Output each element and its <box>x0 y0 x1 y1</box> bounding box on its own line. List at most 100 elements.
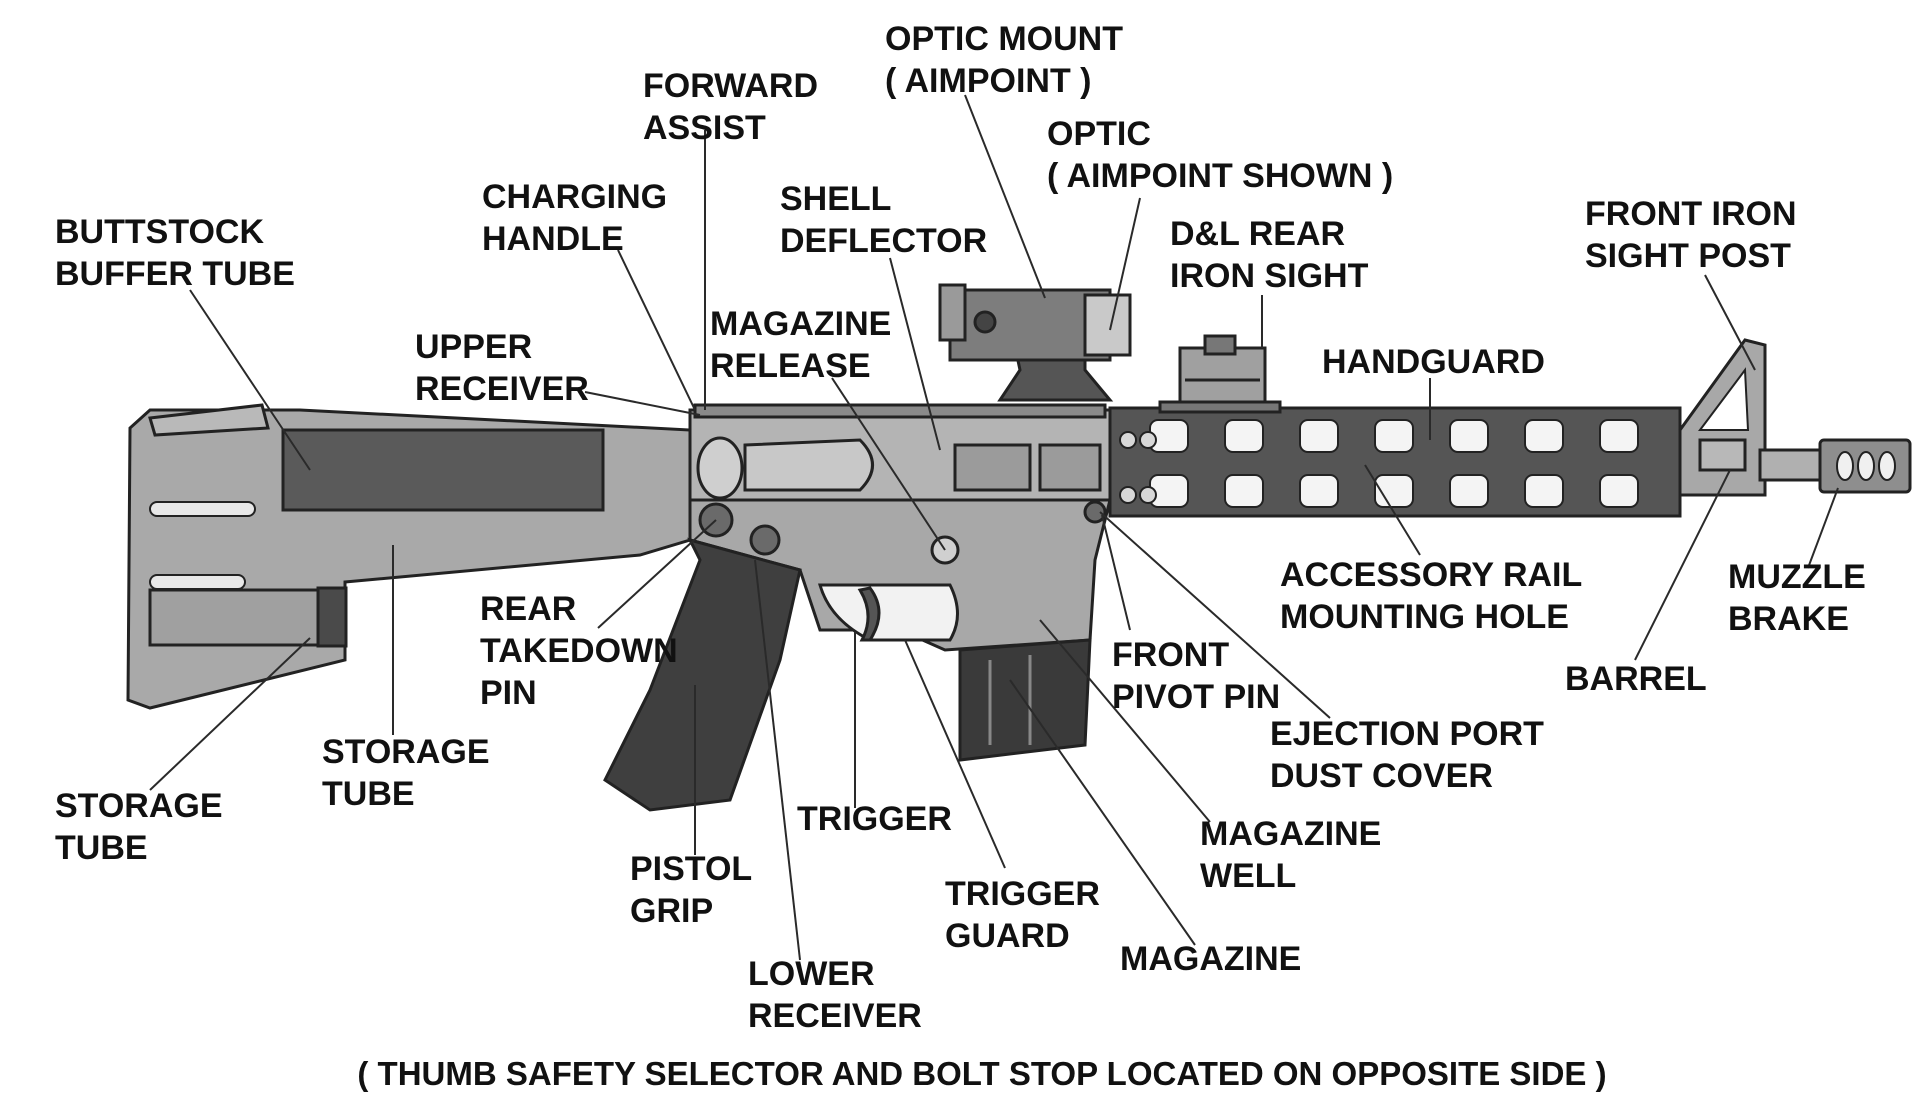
handguard-cutout-r1-c4 <box>1374 419 1414 453</box>
label-front-iron-sight-post-line-1: FRONT IRON <box>1585 195 1797 233</box>
handguard-cutout-r2-c4 <box>1374 474 1414 508</box>
label-ejection-port-dust-cover: EJECTION PORT DUST COVER <box>1270 715 1553 795</box>
label-magazine-release: MAGAZINE RELEASE <box>710 305 901 385</box>
label-buttstock-buffer-tube-line-1: BUTTSTOCK <box>55 213 264 251</box>
label-magazine-release-line-1: MAGAZINE <box>710 305 891 343</box>
label-lower-receiver: LOWER RECEIVER <box>748 955 922 1035</box>
label-muzzle-brake-line-1: MUZZLE <box>1728 558 1866 596</box>
label-barrel: BARREL <box>1565 660 1707 698</box>
label-accessory-rail-mounting-hole-line-1: ACCESSORY RAIL <box>1280 556 1582 594</box>
label-upper-receiver: UPPER RECEIVER <box>415 328 589 408</box>
label-buttstock-buffer-tube-line-2: BUFFER TUBE <box>55 255 295 293</box>
handguard-screw-1-1 <box>1119 431 1137 449</box>
buffer-tube <box>281 428 605 512</box>
leader-lines <box>149 94 1839 961</box>
label-forward-assist-line-1: FORWARD <box>643 67 818 105</box>
barrel-body <box>1758 448 1822 482</box>
handguard-cutout-r2-c7 <box>1599 474 1639 508</box>
footnote: ( THUMB SAFETY SELECTOR AND BOLT STOP LO… <box>357 1055 1606 1092</box>
label-rear-takedown-pin-line-2: TAKEDOWN <box>480 632 678 670</box>
handguard-cutout-r1-c3 <box>1299 419 1339 453</box>
label-accessory-rail-mounting-hole: ACCESSORY RAIL MOUNTING HOLE <box>1280 556 1591 636</box>
label-shell-deflector-line-1: SHELL <box>780 180 891 218</box>
label-optic-mount-line-2: ( AIMPOINT ) <box>885 62 1092 100</box>
label-optic-line-1: OPTIC <box>1047 115 1151 153</box>
label-handguard: HANDGUARD <box>1322 343 1545 381</box>
handguard-screw-2-2 <box>1139 486 1157 504</box>
label-handguard-line-1: HANDGUARD <box>1322 343 1545 381</box>
handguard-cutout-r2-c5 <box>1449 474 1489 508</box>
label-lower-receiver-line-2: RECEIVER <box>748 997 922 1035</box>
label-accessory-rail-mounting-hole-line-2: MOUNTING HOLE <box>1280 598 1569 636</box>
label-front-iron-sight-post: FRONT IRON SIGHT POST <box>1585 195 1806 275</box>
label-pistol-grip-line-1: PISTOL <box>630 850 752 888</box>
lower-receiver <box>688 498 1112 652</box>
label-shell-deflector-line-2: DEFLECTOR <box>780 222 987 260</box>
label-buttstock-buffer-tube: BUTTSTOCK BUFFER TUBE <box>55 213 295 293</box>
label-charging-handle-line-2: HANDLE <box>482 220 624 258</box>
label-optic-mount-line-1: OPTIC MOUNT <box>885 20 1123 58</box>
label-storage-tube-lower: STORAGE TUBE <box>55 787 232 867</box>
rifle-illustration <box>126 283 1912 812</box>
handguard-screw-2-1 <box>1139 431 1157 449</box>
label-ejection-port-dust-cover-line-2: DUST COVER <box>1270 757 1493 795</box>
label-optic-line-2: ( AIMPOINT SHOWN ) <box>1047 157 1393 195</box>
label-forward-assist-line-2: ASSIST <box>643 109 766 147</box>
label-dl-rear-iron-sight: D&L REAR IRON SIGHT <box>1170 215 1369 295</box>
label-dl-rear-iron-sight-line-2: IRON SIGHT <box>1170 257 1369 295</box>
label-storage-tube-lower-line-2: TUBE <box>55 829 148 867</box>
label-trigger-line-1: TRIGGER <box>797 800 952 838</box>
label-rear-takedown-pin-line-1: REAR <box>480 590 576 628</box>
label-charging-handle: CHARGING HANDLE <box>482 178 677 258</box>
label-optic-mount: OPTIC MOUNT ( AIMPOINT ) <box>885 20 1132 100</box>
label-storage-tube-stock-line-2: TUBE <box>322 775 415 813</box>
label-storage-tube-stock: STORAGE TUBE <box>322 733 499 813</box>
label-front-pivot-pin-line-2: PIVOT PIN <box>1112 678 1280 716</box>
handguard-cutout-r2-c2 <box>1224 474 1264 508</box>
label-magazine-release-line-2: RELEASE <box>710 347 871 385</box>
storage-tube-lower <box>148 586 348 648</box>
upper-receiver <box>688 403 1112 522</box>
label-muzzle-brake-line-2: BRAKE <box>1728 600 1849 638</box>
label-pistol-grip-line-2: GRIP <box>630 892 713 930</box>
handguard-cutout-r2-c6 <box>1524 474 1564 508</box>
label-rear-takedown-pin-line-3: PIN <box>480 674 537 712</box>
handguard-cutout-r1-c7 <box>1599 419 1639 453</box>
label-lower-receiver-line-1: LOWER <box>748 955 875 993</box>
pistol-grip <box>603 537 802 812</box>
part-labels: OPTIC MOUNT ( AIMPOINT ) FORWARD ASSIST … <box>55 20 1875 1035</box>
label-trigger-guard-line-2: GUARD <box>945 917 1070 955</box>
label-storage-tube-stock-line-1: STORAGE <box>322 733 490 771</box>
label-ejection-port-dust-cover-line-1: EJECTION PORT <box>1270 715 1544 753</box>
label-trigger: TRIGGER <box>797 800 952 838</box>
label-front-pivot-pin: FRONT PIVOT PIN <box>1112 636 1280 716</box>
label-front-pivot-pin-line-1: FRONT <box>1112 636 1229 674</box>
label-magazine-line-1: MAGAZINE <box>1120 940 1301 978</box>
label-storage-tube-lower-line-1: STORAGE <box>55 787 223 825</box>
label-shell-deflector: SHELL DEFLECTOR <box>780 180 987 260</box>
handguard-screw-1-2 <box>1119 486 1137 504</box>
handguard-cutout-r1-c6 <box>1524 419 1564 453</box>
label-upper-receiver-line-2: RECEIVER <box>415 370 589 408</box>
optic-assembly <box>938 283 1132 402</box>
label-optic: OPTIC ( AIMPOINT SHOWN ) <box>1047 115 1393 195</box>
label-upper-receiver-line-1: UPPER <box>415 328 532 366</box>
label-muzzle-brake: MUZZLE BRAKE <box>1728 558 1875 638</box>
label-front-iron-sight-post-line-2: SIGHT POST <box>1585 237 1791 275</box>
label-magazine-well-line-1: MAGAZINE <box>1200 815 1381 853</box>
trigger-guard <box>818 583 959 642</box>
label-magazine-well-line-2: WELL <box>1200 857 1296 895</box>
label-magazine-well: MAGAZINE WELL <box>1200 815 1391 895</box>
label-pistol-grip: PISTOL GRIP <box>630 850 761 930</box>
label-forward-assist: FORWARD ASSIST <box>643 67 827 147</box>
label-charging-handle-line-1: CHARGING <box>482 178 667 216</box>
handguard-holes <box>1119 419 1639 508</box>
label-trigger-guard-line-1: TRIGGER <box>945 875 1100 913</box>
label-barrel-line-1: BARREL <box>1565 660 1707 698</box>
label-dl-rear-iron-sight-line-1: D&L REAR <box>1170 215 1345 253</box>
handguard-cutout-r2-c3 <box>1299 474 1339 508</box>
muzzle-brake-body <box>1818 438 1912 494</box>
handguard-cutout-r1-c2 <box>1224 419 1264 453</box>
label-magazine: MAGAZINE <box>1120 940 1301 978</box>
